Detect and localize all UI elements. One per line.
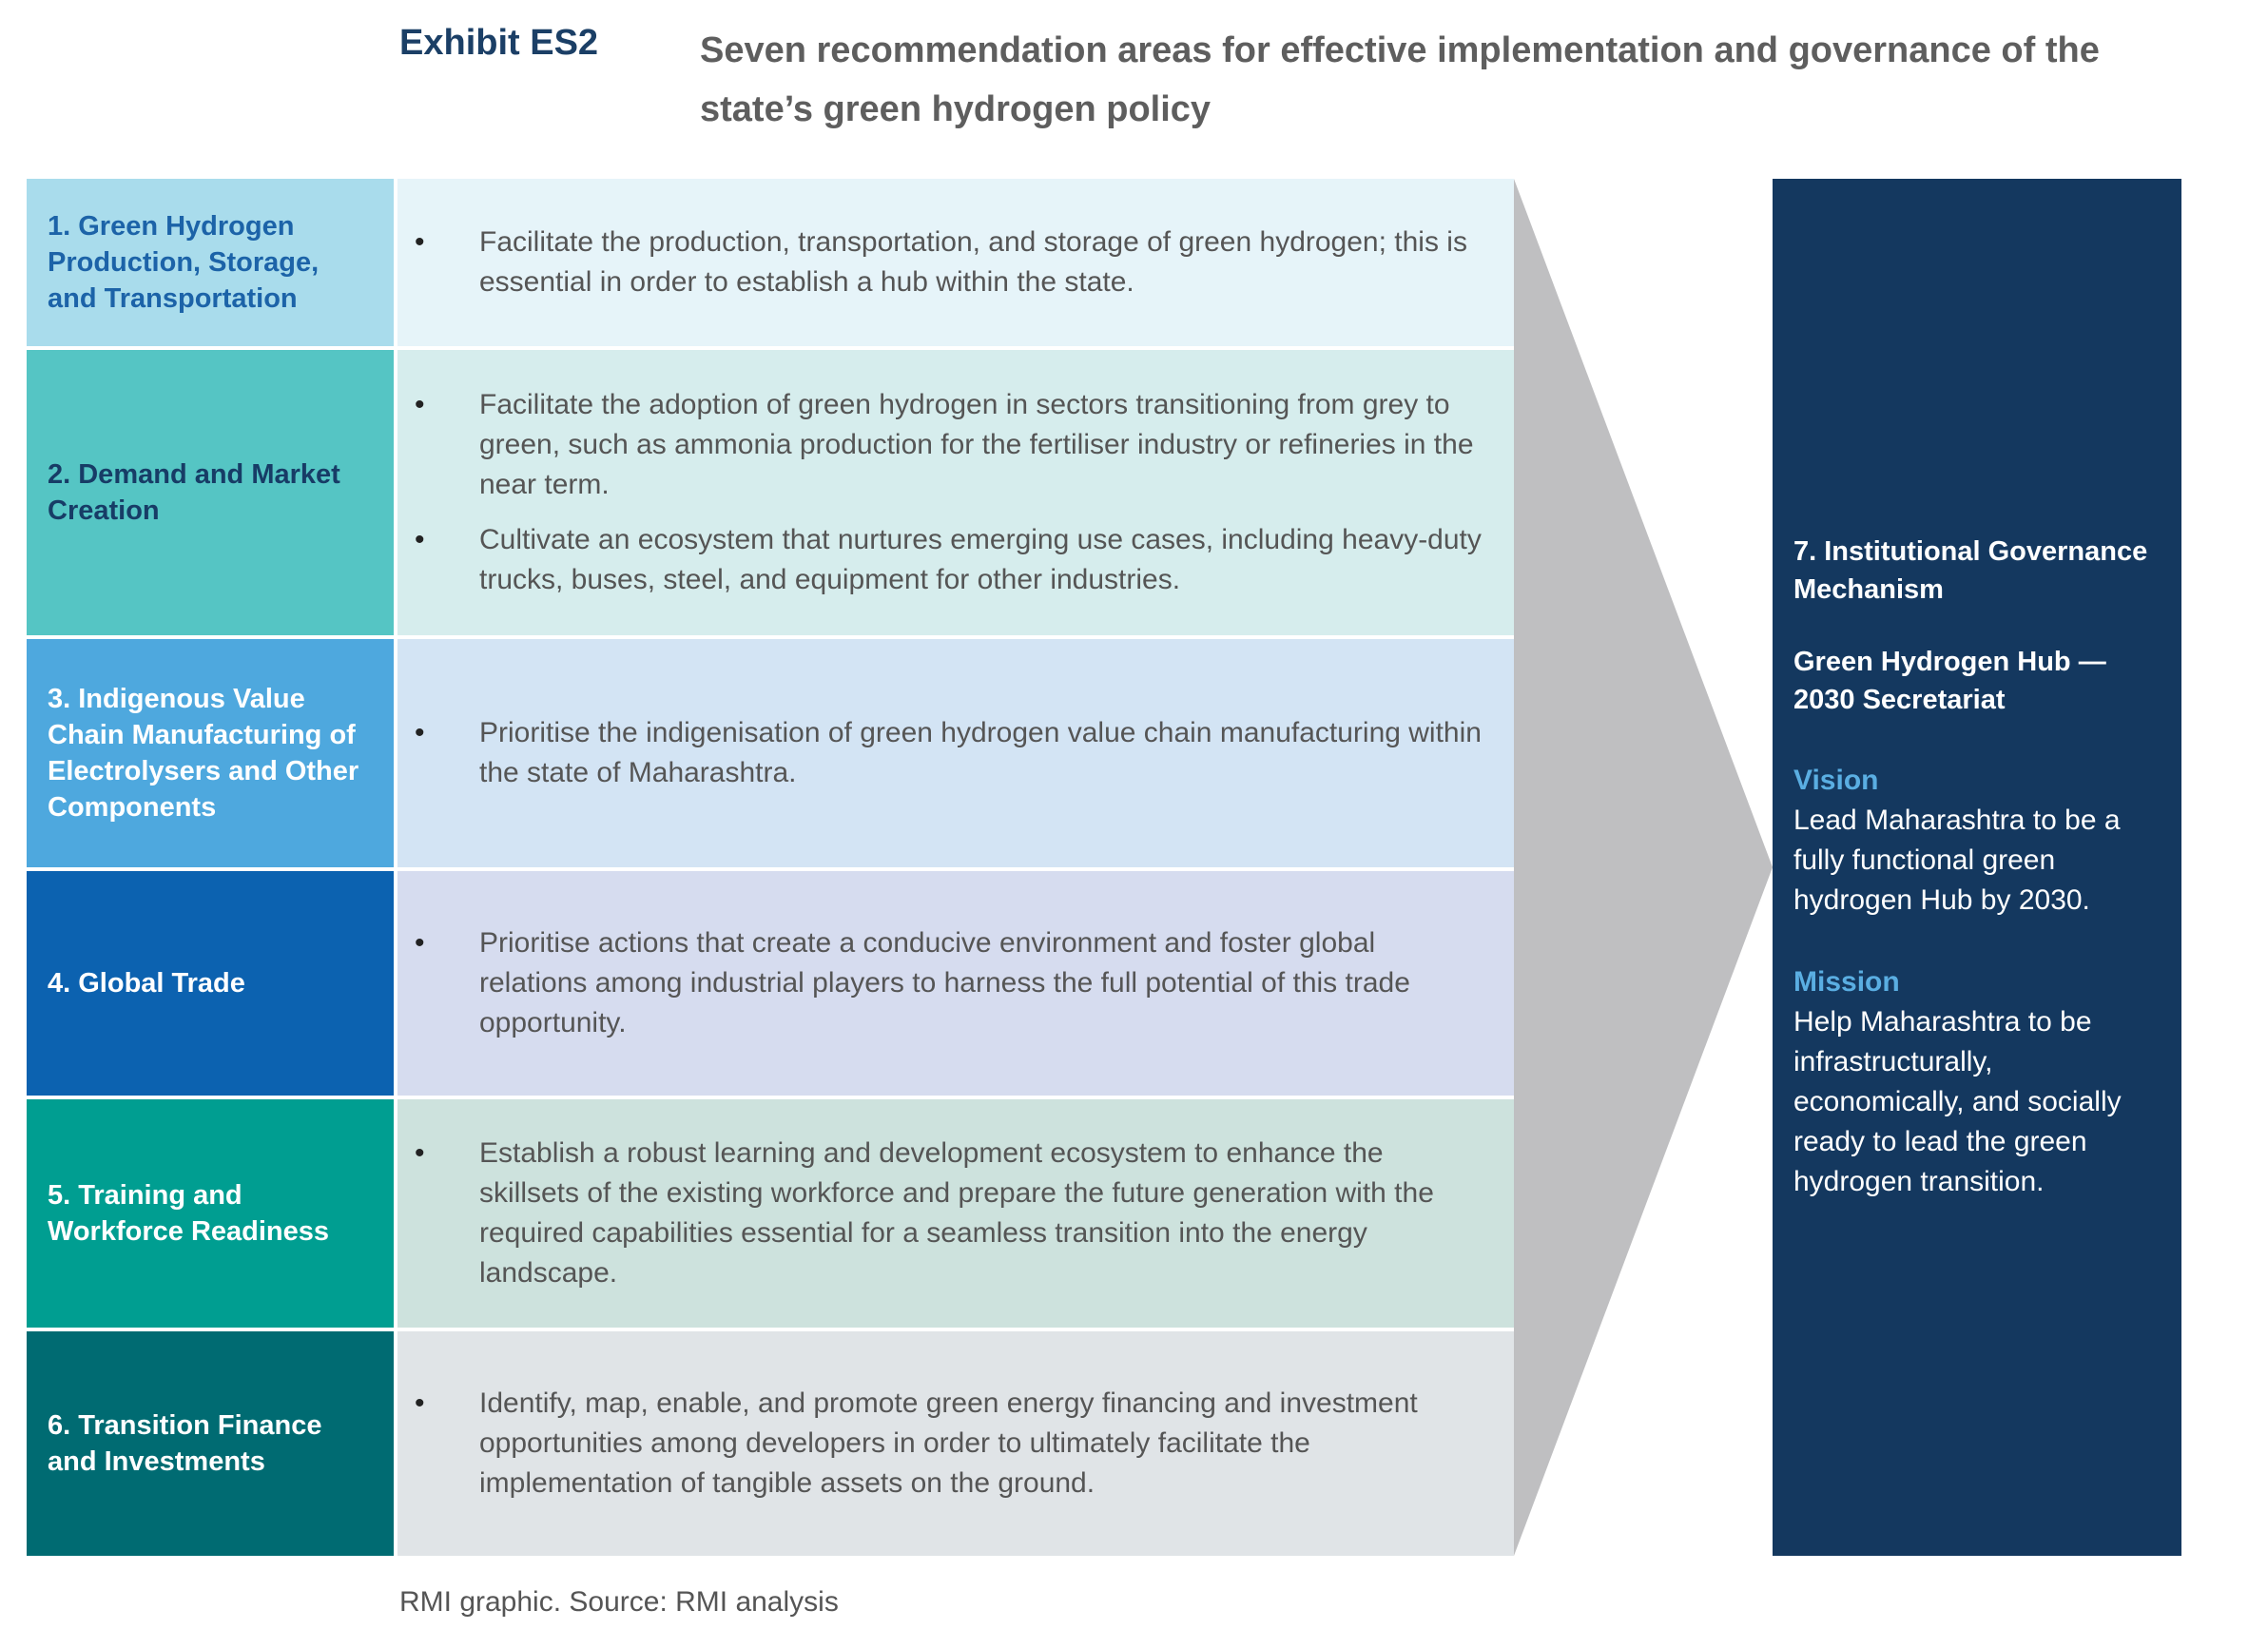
recommendation-body: • Identify, map, enable, and promote gree…: [397, 1331, 1514, 1556]
bullet-icon: •: [415, 389, 425, 420]
bullet-icon: •: [415, 717, 425, 748]
bullet-item: • Facilitate the adoption of green hydrog…: [397, 385, 1485, 505]
bullet-item: • Prioritise actions that create a conduc…: [397, 923, 1485, 1043]
governance-box: 7. Institutional Governance Mechanism Gr…: [1773, 179, 2181, 1556]
source-note: RMI graphic. Source: RMI analysis: [399, 1586, 839, 1618]
vision-heading: Vision: [1793, 765, 1879, 796]
recommendation-row: 6. Transition Finance and Investments • Id…: [27, 1331, 1514, 1556]
recommendation-row: 3. Indigenous Value Chain Manufacturing …: [27, 639, 1514, 871]
bullet-icon: •: [415, 1387, 425, 1419]
recommendation-label: 5. Training and Workforce Readiness: [27, 1099, 397, 1328]
recommendation-row: 5. Training and Workforce Readiness • Esta…: [27, 1099, 1514, 1331]
bullet-item: • Cultivate an ecosystem that nurtures em…: [397, 520, 1485, 600]
recommendation-label: 1. Green Hydrogen Production, Storage, a…: [27, 179, 397, 346]
arrow-chevron: [1514, 179, 1773, 1556]
bullet-item: • Facilitate the production, transportati…: [397, 223, 1485, 302]
recommendation-body: • Prioritise the indigenisation of green …: [397, 639, 1514, 867]
recommendation-body: • Prioritise actions that create a conduc…: [397, 871, 1514, 1096]
bullet-icon: •: [415, 226, 425, 258]
vision-text: Lead Maharashtra to be a fully functiona…: [1793, 805, 2121, 916]
recommendation-row: 4. Global Trade • Prioritise actions that …: [27, 871, 1514, 1099]
mission-text: Help Maharashtra to be infrastructurally…: [1793, 1006, 2122, 1197]
governance-title: 7. Institutional Governance Mechanism: [1793, 536, 2148, 605]
bullet-icon: •: [415, 1137, 425, 1169]
bullet-text: Prioritise actions that create a conduci…: [479, 927, 1410, 1038]
bullet-text: Facilitate the production, transportatio…: [479, 226, 1467, 298]
mission-heading: Mission: [1793, 966, 1900, 998]
bullet-text: Establish a robust learning and developm…: [479, 1137, 1434, 1289]
bullet-text: Cultivate an ecosystem that nurtures eme…: [479, 524, 1482, 595]
bullet-item: • Identify, map, enable, and promote gree…: [397, 1384, 1485, 1504]
recommendation-label: 3. Indigenous Value Chain Manufacturing …: [27, 639, 397, 867]
exhibit-title: Seven recommendation areas for effective…: [700, 30, 2100, 129]
recommendation-label: 6. Transition Finance and Investments: [27, 1331, 397, 1556]
exhibit-label: Exhibit ES2: [399, 23, 599, 63]
recommendation-row: 2. Demand and Market Creation • Facilitate…: [27, 350, 1514, 639]
governance-subtitle: Green Hydrogen Hub — 2030 Secretariat: [1793, 647, 2106, 715]
recommendation-body: • Establish a robust learning and develop…: [397, 1099, 1514, 1328]
bullet-text: Prioritise the indigenisation of green h…: [479, 717, 1482, 788]
recommendation-body: • Facilitate the adoption of green hydrog…: [397, 350, 1514, 635]
bullet-icon: •: [415, 927, 425, 959]
bullet-item: • Establish a robust learning and develop…: [397, 1134, 1485, 1293]
bullet-text: Facilitate the adoption of green hydroge…: [479, 389, 1474, 500]
bullet-text: Identify, map, enable, and promote green…: [479, 1387, 1418, 1499]
bullet-icon: •: [415, 524, 425, 555]
recommendation-body: • Facilitate the production, transportati…: [397, 179, 1514, 346]
recommendation-label: 2. Demand and Market Creation: [27, 350, 397, 635]
recommendation-label: 4. Global Trade: [27, 871, 397, 1096]
recommendation-row: 1. Green Hydrogen Production, Storage, a…: [27, 179, 1514, 350]
recommendation-rows: 1. Green Hydrogen Production, Storage, a…: [27, 179, 1514, 1556]
bullet-item: • Prioritise the indigenisation of green …: [397, 713, 1485, 793]
